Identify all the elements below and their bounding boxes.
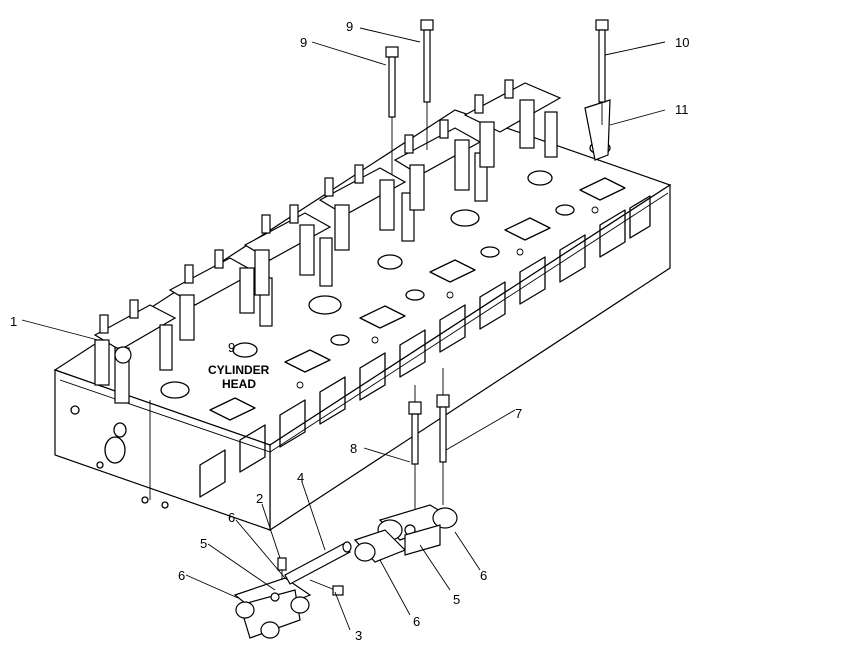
callout-1: 1 (10, 314, 17, 329)
callout-6-right: 6 (480, 568, 487, 583)
rocker-arm-assemblies (93, 79, 611, 404)
bolts-upper (385, 19, 609, 175)
callout-9-left: 9 (300, 35, 307, 50)
callout-9-top: 9 (346, 19, 353, 34)
callout-9-head: 9 (228, 340, 235, 355)
callout-6-bottom: 6 (413, 614, 420, 629)
port-openings (199, 195, 651, 498)
callout-10: 10 (675, 35, 689, 50)
callout-2: 2 (256, 491, 263, 506)
callout-4: 4 (297, 470, 304, 485)
cylinder-head-block (53, 109, 672, 532)
head-label-line1: CYLINDER (208, 363, 270, 377)
rocker-assembly-4 (318, 164, 415, 251)
rocker-assembly-3 (243, 204, 333, 296)
head-label-line2: HEAD (222, 377, 256, 391)
rocker-arm-pair-left (233, 577, 312, 639)
bolt-10 (595, 19, 609, 125)
rocker-arm-pair-right (353, 504, 458, 563)
bolt-9-middle (420, 19, 434, 150)
leader-lines (21, 27, 666, 631)
callout-6-upper-left: 6 (228, 510, 235, 525)
head-end-face (54, 369, 271, 531)
rocker-shaft (284, 541, 352, 585)
set-screw-2 (277, 557, 287, 580)
callout-11: 11 (675, 102, 689, 117)
callout-8: 8 (350, 441, 357, 456)
rocker-assembly-6 (463, 79, 611, 168)
bolt-7 (436, 368, 450, 505)
callout-7: 7 (515, 406, 522, 421)
bolt-8 (408, 385, 422, 520)
rocker-assembly-2 (168, 249, 273, 341)
bolt-9-left (385, 46, 399, 175)
bolts-lower (408, 368, 450, 520)
callout-5-right: 5 (453, 592, 460, 607)
callout-5-left: 5 (200, 536, 207, 551)
callout-3: 3 (355, 628, 362, 643)
rocker-assembly-5 (393, 119, 488, 211)
rocker-assembly-1 (93, 299, 177, 404)
end-face-features (70, 405, 169, 509)
small-bolt-3 (309, 579, 344, 596)
callout-6-lower-left: 6 (178, 568, 185, 583)
top-face-features (160, 141, 626, 421)
